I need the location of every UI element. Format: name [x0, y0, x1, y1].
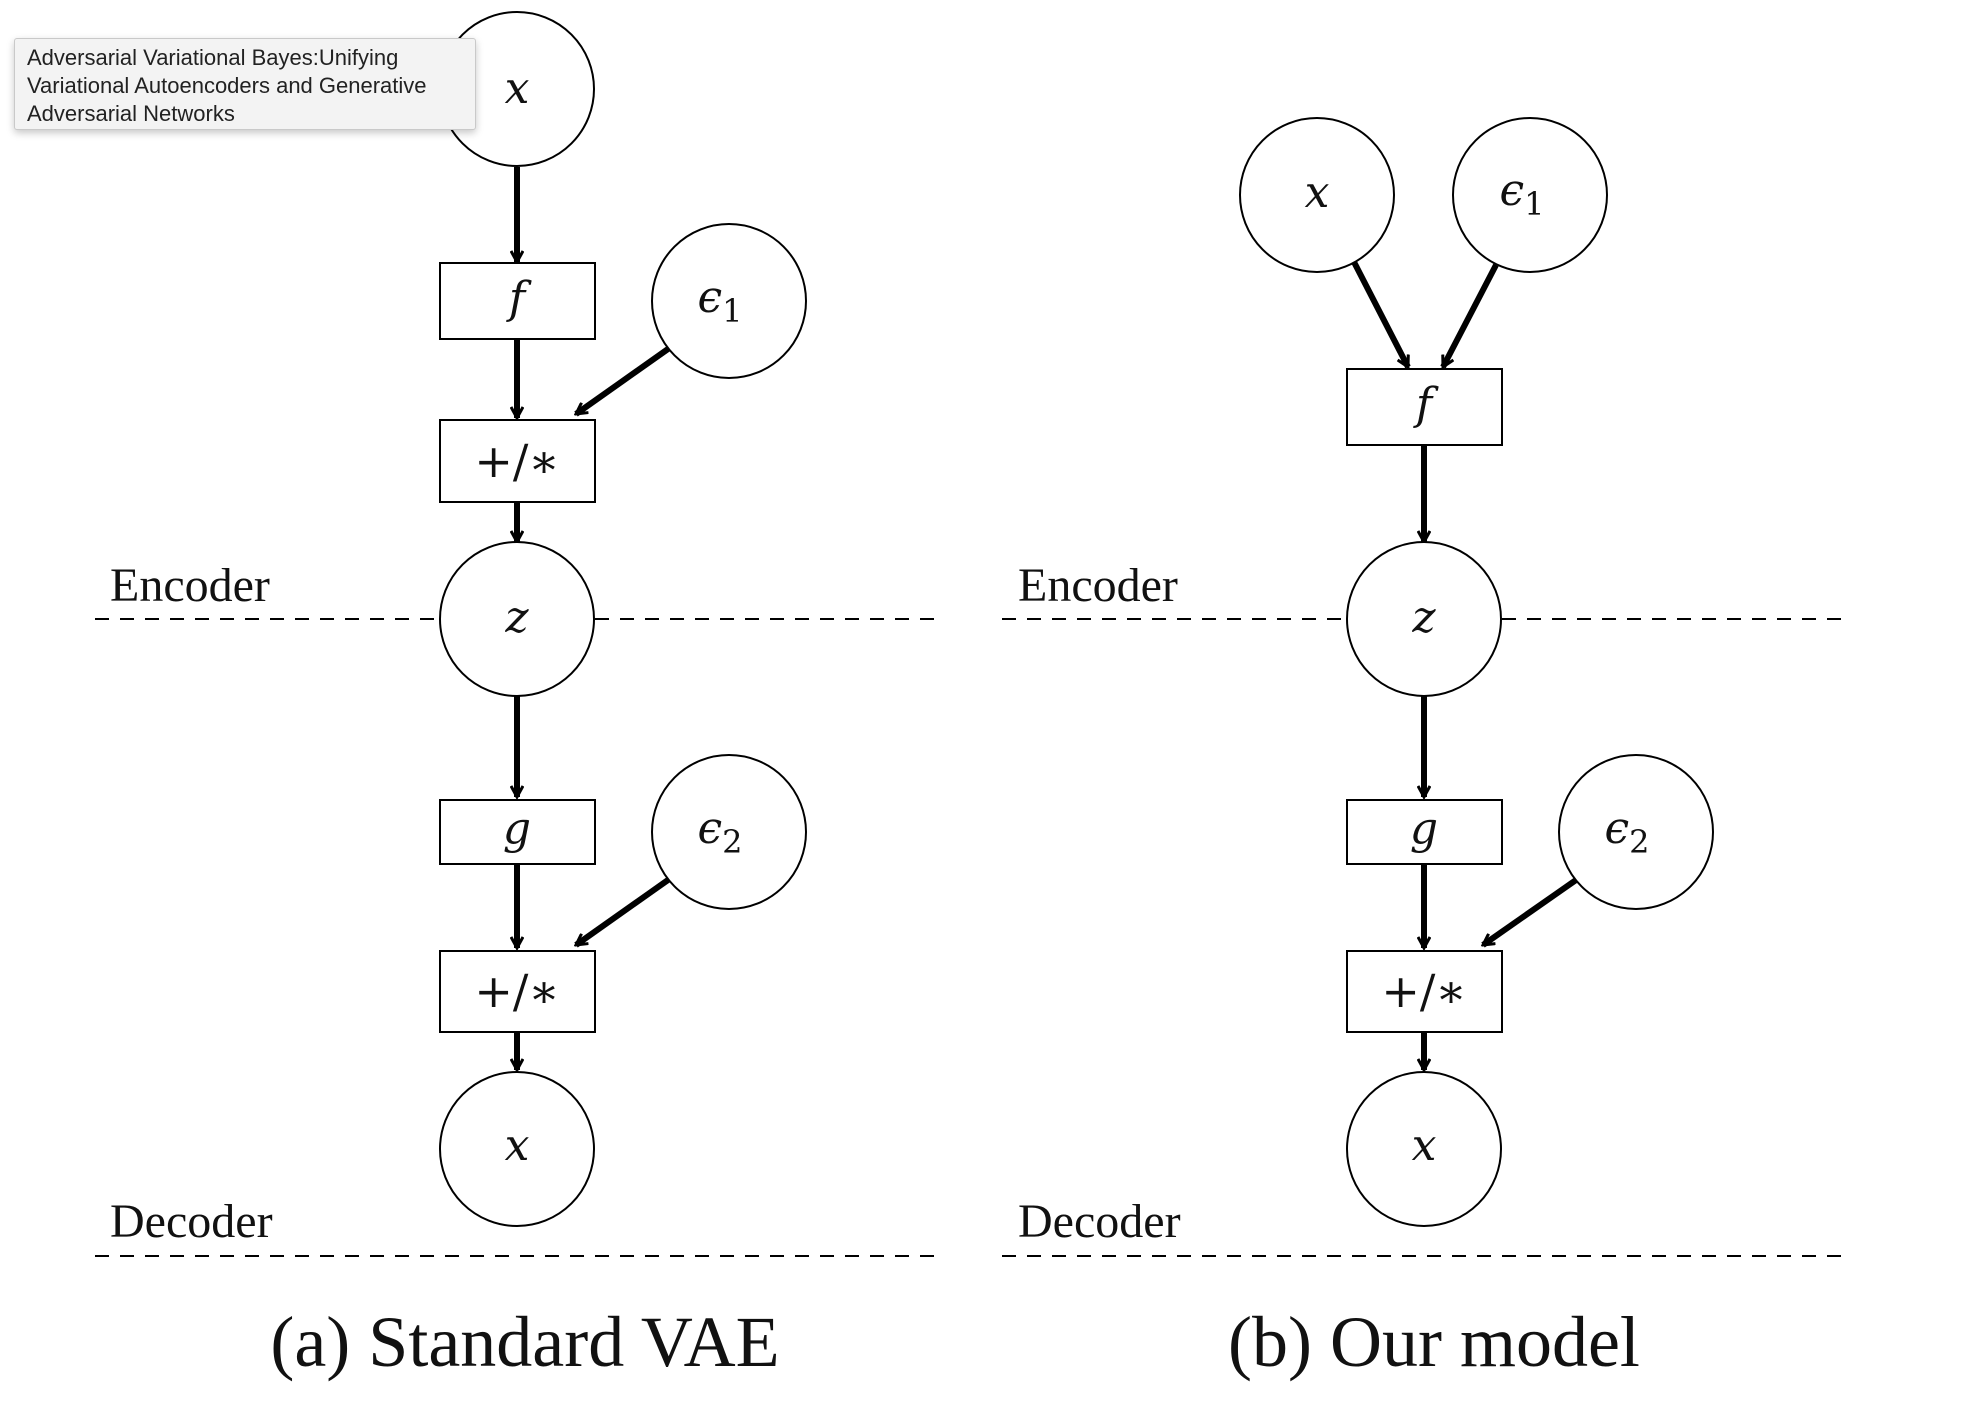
node-x-input-label: x: [505, 63, 530, 114]
edge-x-to-f: [1351, 260, 1411, 367]
edges: [1351, 260, 1578, 1070]
panel-our-model: x ϵ1 f z g ϵ2 +/∗ x Encoder Decoder (b) …: [1002, 117, 1852, 1382]
node-z-label: z: [504, 592, 529, 643]
decoder-label: Decoder: [1018, 1195, 1181, 1248]
node-op-2-label: +/∗: [474, 964, 559, 1018]
edge-eps2-to-op2: [1483, 877, 1578, 948]
node-g-label: g: [1410, 803, 1438, 854]
node-op-2: [439, 950, 596, 1033]
node-x-input-label: x: [1305, 167, 1330, 218]
decoder-label: Decoder: [110, 1195, 273, 1248]
edge-eps2-to-op2: [576, 877, 670, 948]
node-epsilon-2-label: ϵ2: [697, 803, 742, 861]
node-op-2: [1346, 950, 1503, 1033]
node-f: [439, 262, 596, 340]
node-epsilon-1-label: ϵ1: [1499, 165, 1544, 223]
panel-caption: (a) Standard VAE: [270, 1302, 779, 1382]
node-z: [439, 541, 595, 697]
node-g-label: g: [503, 803, 531, 854]
edges: [517, 167, 670, 1070]
edge-eps1-to-op1: [576, 346, 670, 417]
panel-standard-vae: x f ϵ1 +/∗ z g ϵ2 +/∗ x Encoder Decoder …: [95, 11, 945, 1382]
node-epsilon-1-label: ϵ1: [697, 272, 742, 330]
node-op-2-label: +/∗: [1381, 964, 1466, 1018]
encoder-label: Encoder: [110, 559, 270, 612]
edge-eps1-to-f: [1440, 263, 1499, 367]
node-epsilon-2: [1558, 754, 1714, 910]
node-f: [1346, 368, 1503, 446]
panel-caption: (b) Our model: [1228, 1302, 1640, 1382]
title-tooltip: Adversarial Variational Bayes:Unifying V…: [14, 38, 476, 130]
node-epsilon-2-label: ϵ2: [1604, 803, 1649, 861]
node-op-1: [439, 419, 596, 503]
encoder-label: Encoder: [1018, 559, 1178, 612]
node-x-output: [1346, 1071, 1502, 1227]
node-g: [1346, 799, 1503, 865]
node-epsilon-2: [651, 754, 807, 910]
node-x-output-label: x: [1412, 1120, 1437, 1171]
node-epsilon-1: [651, 223, 807, 379]
node-x-output: [439, 1071, 595, 1227]
node-z: [1346, 541, 1502, 697]
node-x-output-label: x: [505, 1120, 530, 1171]
node-z-label: z: [1411, 592, 1436, 643]
node-op-1-label: +/∗: [474, 434, 559, 488]
node-epsilon-1: [1452, 117, 1608, 273]
node-g: [439, 799, 596, 865]
node-x-input: [1239, 117, 1395, 273]
